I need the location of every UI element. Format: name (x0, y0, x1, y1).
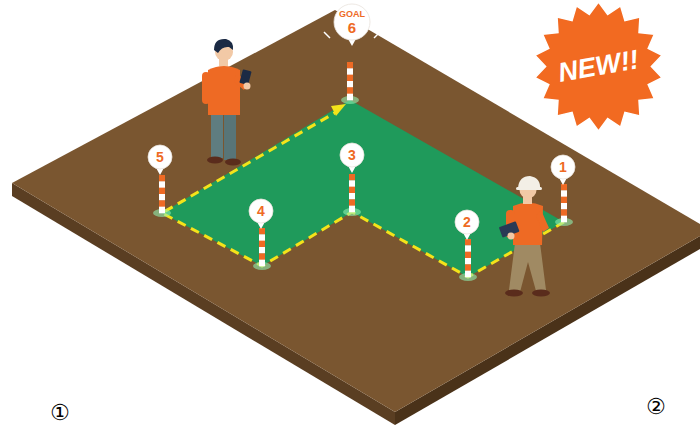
pin-circle (340, 143, 364, 167)
panel-number: ① (50, 402, 70, 424)
ground-plate (12, 10, 700, 412)
pin-circle (551, 155, 575, 179)
marker-number: 5 (156, 150, 164, 164)
survey-stake (153, 175, 171, 217)
pin-circle (334, 4, 370, 40)
sparkle-mark (324, 32, 330, 38)
stake-marker: 3 (340, 143, 364, 167)
pin-circle (148, 145, 172, 169)
stake-marker: 4 (249, 199, 273, 223)
survey-stake (341, 62, 359, 104)
staked-area (162, 100, 564, 277)
stakes (153, 62, 573, 281)
marker-number: 3 (348, 148, 356, 162)
stake-marker: GOAL6 (334, 4, 370, 40)
stake-marker: 1 (551, 155, 575, 179)
marker-number: 2 (463, 215, 471, 229)
survey-path (162, 111, 564, 277)
worker-figure (499, 176, 550, 297)
marker-number: 1 (559, 160, 567, 174)
marker-number: 4 (257, 204, 265, 218)
survey-stake (253, 228, 271, 270)
starburst (523, 0, 672, 140)
survey-stake (459, 239, 477, 281)
pin-circle (249, 199, 273, 223)
survey-stake (555, 184, 573, 226)
new-badge: NEW!! (523, 0, 672, 141)
surveyor-figure (202, 39, 252, 166)
marker-number: 6 (348, 20, 356, 35)
pin-circle (455, 210, 479, 234)
stake-marker: 2 (455, 210, 479, 234)
survey-stake (343, 174, 361, 216)
goal-label: GOAL (339, 10, 365, 19)
stake-marker: 5 (148, 145, 172, 169)
panel-number: ② (646, 396, 666, 418)
path-arrowhead (331, 104, 346, 116)
sparkle-mark (374, 32, 380, 38)
